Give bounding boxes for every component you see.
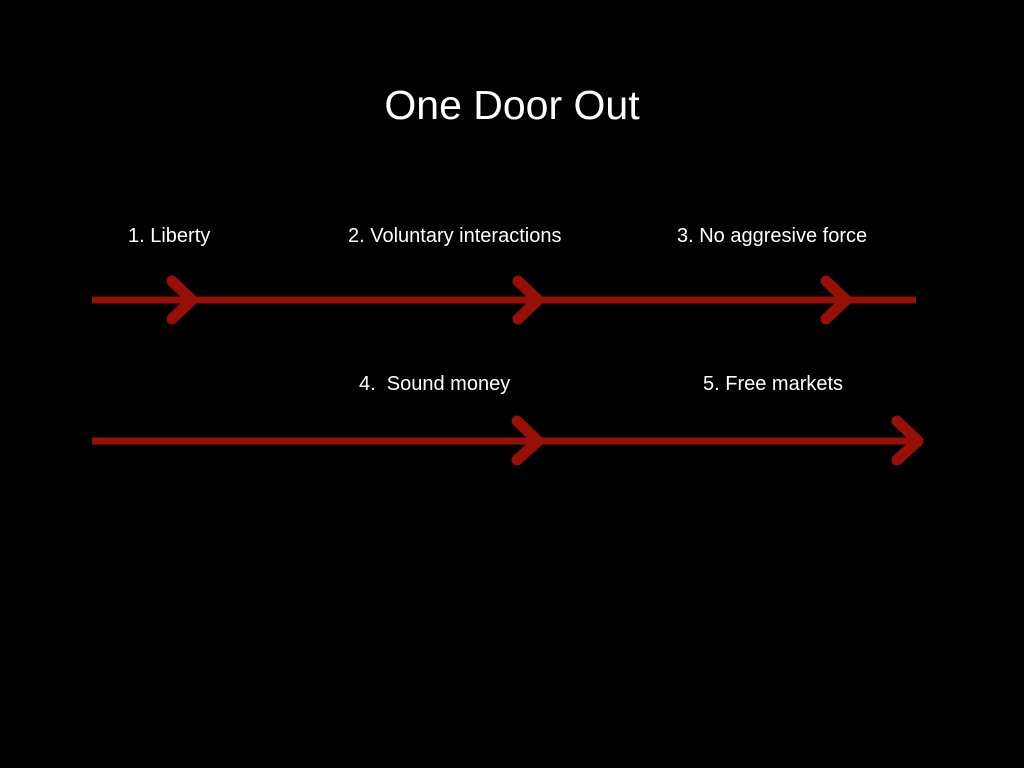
row-2-arrow xyxy=(92,415,924,466)
row-1-chevron-2-icon xyxy=(512,275,544,325)
row-1-chevron-3-icon xyxy=(820,275,852,325)
row-1-chevron-1-icon xyxy=(166,275,198,325)
step-label-sound-money: 4. Sound money xyxy=(359,373,511,395)
row-2-arrowhead-icon xyxy=(891,415,924,466)
step-label-free-markets: 5. Free markets xyxy=(703,373,844,395)
step-label-voluntary-interactions: 2. Voluntary interactions xyxy=(348,225,562,247)
row-2-chevron-1-icon xyxy=(511,415,544,466)
row-1-arrow xyxy=(92,275,916,325)
slide-title: One Door Out xyxy=(384,82,640,128)
step-label-no-aggressive-force: 3. No aggresive force xyxy=(677,225,868,247)
step-label-liberty: 1. Liberty xyxy=(128,225,211,247)
